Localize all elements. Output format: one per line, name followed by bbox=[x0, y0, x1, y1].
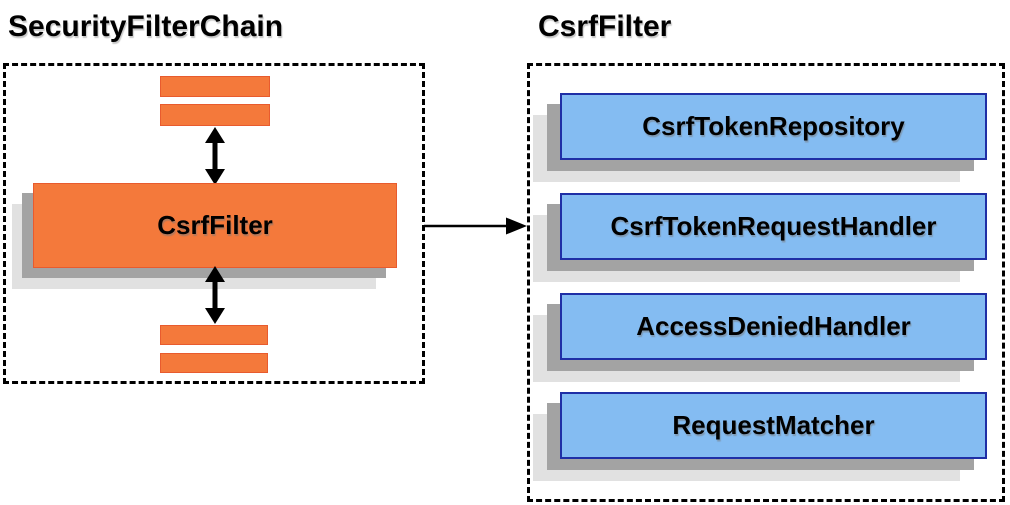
security-filter-chain-group: CsrfFilter bbox=[3, 63, 425, 384]
component-node-label: CsrfTokenRequestHandler bbox=[610, 211, 937, 241]
component-node-access-denied-handler: AccessDeniedHandler bbox=[560, 293, 987, 360]
component-node-csrf-token-request-handler: CsrfTokenRequestHandler bbox=[560, 193, 987, 260]
filter-placeholder-bar bbox=[160, 325, 268, 345]
bidirectional-arrow-icon bbox=[205, 266, 225, 324]
filter-placeholder-bar bbox=[160, 76, 270, 97]
flow-arrow-icon bbox=[424, 217, 527, 235]
filter-placeholder-bar bbox=[160, 353, 268, 373]
csrf-filter-group-title: CsrfFilter bbox=[538, 10, 672, 43]
component-node-request-matcher: RequestMatcher bbox=[560, 392, 987, 459]
csrf-filter-node: CsrfFilter bbox=[33, 183, 397, 268]
bidirectional-arrow-icon bbox=[205, 127, 225, 185]
component-node-label: AccessDeniedHandler bbox=[636, 311, 911, 341]
security-filter-chain-title: SecurityFilterChain bbox=[8, 10, 284, 43]
csrf-filter-node-label: CsrfFilter bbox=[157, 210, 273, 240]
csrf-filter-group: CsrfTokenRepository CsrfTokenRequestHand… bbox=[527, 63, 1005, 502]
component-node-label: CsrfTokenRepository bbox=[642, 111, 905, 141]
filter-placeholder-bar bbox=[160, 104, 270, 126]
component-node-csrf-token-repository: CsrfTokenRepository bbox=[560, 93, 987, 160]
component-node-label: RequestMatcher bbox=[672, 410, 875, 440]
